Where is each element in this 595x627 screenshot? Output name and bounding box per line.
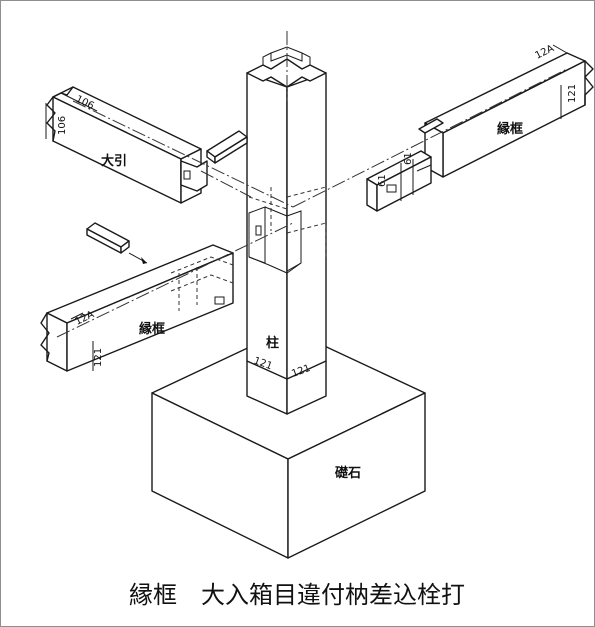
center-lines: [56, 31, 568, 338]
pillar: [246, 46, 327, 415]
label-pillar: 柱: [266, 335, 279, 351]
engamachi-right: [366, 44, 594, 212]
dim-right-side: 121: [567, 84, 578, 103]
dim-right-tenon-b: 61: [377, 174, 388, 187]
dim-obiki-side: 106: [57, 116, 68, 135]
dim-right-tenon-a: 61: [403, 152, 414, 165]
peg-arrow: [128, 252, 148, 264]
obiki-beam: [45, 86, 208, 204]
label-obiki: 大引: [101, 153, 127, 169]
label-foundation-stone: 礎石: [334, 465, 361, 481]
peg-upper: [206, 130, 248, 164]
caption: 縁框 大入箱目違付枘差込栓打: [129, 581, 465, 609]
label-engamachi-left: 縁框: [139, 321, 165, 337]
engamachi-left: [40, 244, 234, 372]
peg-lower: [86, 222, 130, 254]
dim-right-top: 12A: [533, 43, 556, 62]
dim-left-side: 121: [93, 348, 104, 367]
label-engamachi-right: 縁框: [497, 121, 523, 137]
